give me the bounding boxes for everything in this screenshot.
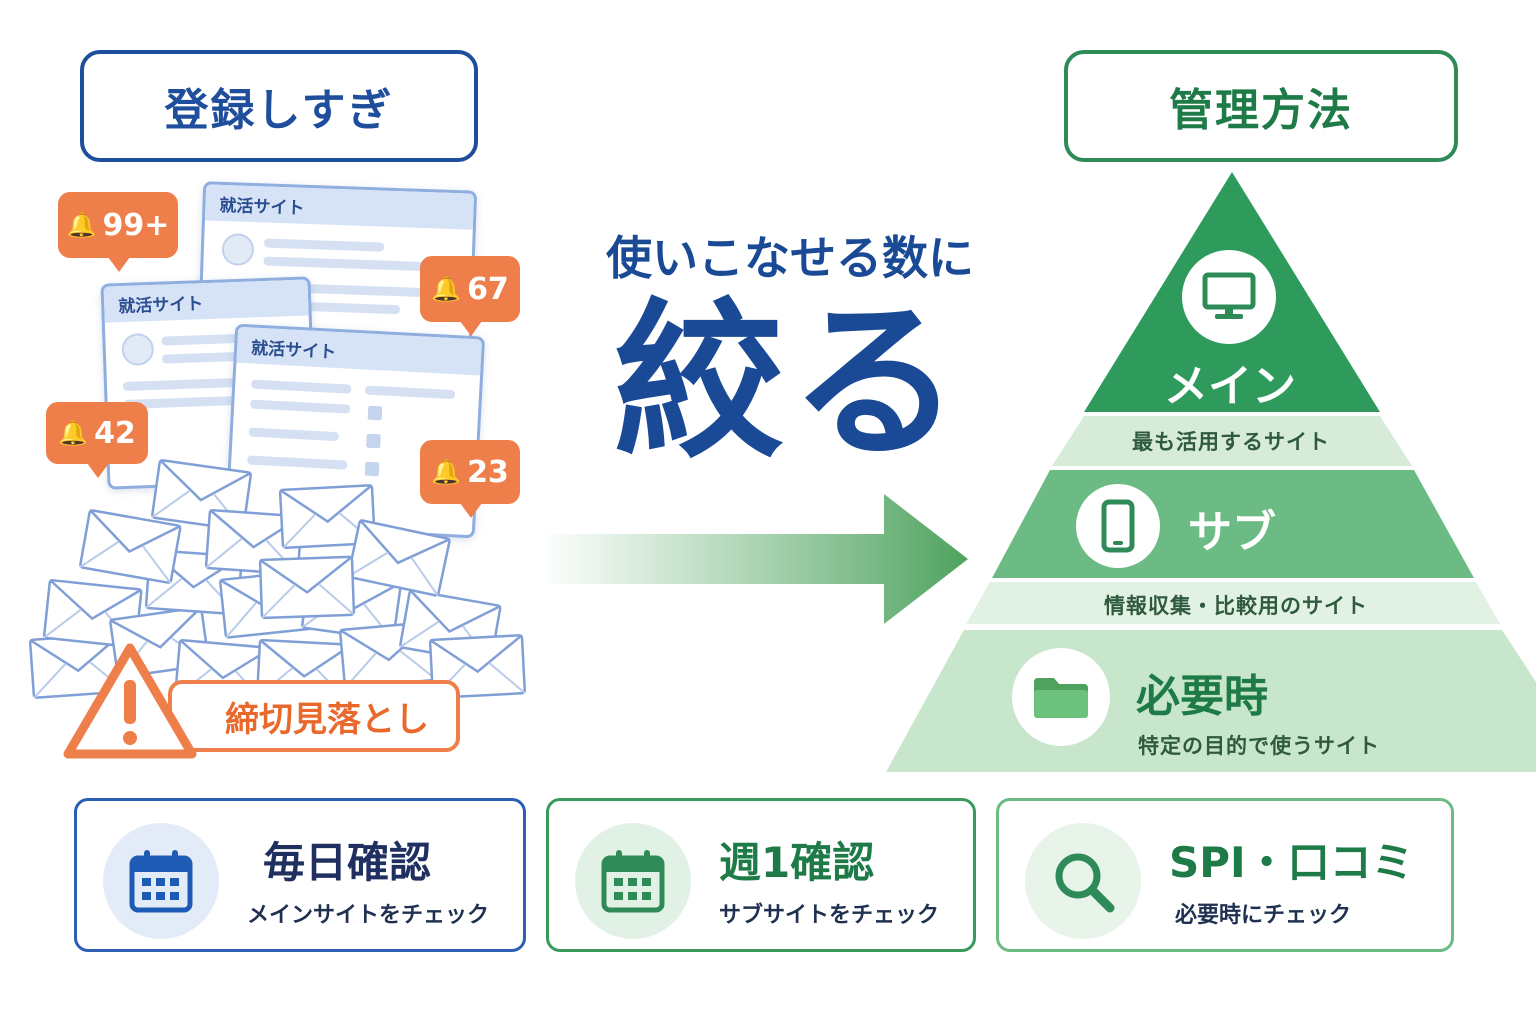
weekly-check-desc: サブサイトをチェック bbox=[719, 903, 940, 928]
tier-main-desc: 最も活用するサイト bbox=[1132, 430, 1330, 454]
bell-icon: 🔔 bbox=[431, 458, 462, 486]
bell-icon: 🔔 bbox=[431, 275, 462, 303]
weekly-check-card: 週1確認 サブサイトをチェック bbox=[546, 798, 976, 952]
overregistration-label: 登録しすぎ bbox=[80, 50, 478, 162]
spi-reviews-desc: 必要時にチェック bbox=[1175, 903, 1352, 928]
daily-check-title: 毎日確認 bbox=[263, 838, 432, 887]
job-site-card-header: 就活サイト bbox=[236, 326, 482, 376]
daily-check-desc: メインサイトをチェック bbox=[247, 903, 490, 928]
calendar-icon bbox=[103, 823, 219, 939]
center-main-text: 絞る bbox=[613, 284, 966, 482]
monitor-icon bbox=[1182, 250, 1276, 344]
tier-main-title: メイン bbox=[1164, 361, 1296, 412]
management-method-label: 管理方法 bbox=[1064, 50, 1458, 162]
job-site-card-header: 就活サイト bbox=[103, 279, 309, 323]
tier-asneeded-desc: 特定の目的で使うサイト bbox=[1138, 734, 1380, 758]
right-arrow bbox=[540, 494, 968, 624]
tier-sub-desc: 情報収集・比較用のサイト bbox=[1104, 594, 1368, 618]
notification-badge: 🔔23 bbox=[420, 440, 520, 518]
bell-icon: 🔔 bbox=[66, 211, 97, 239]
notification-badge: 🔔42 bbox=[46, 402, 148, 478]
spi-reviews-title: SPI・口コミ bbox=[1169, 838, 1414, 887]
calendar-icon bbox=[575, 823, 691, 939]
daily-check-card: 毎日確認 メインサイトをチェック bbox=[74, 798, 526, 952]
job-site-card-header: 就活サイト bbox=[204, 184, 475, 230]
folder-icon bbox=[1012, 648, 1110, 746]
spi-reviews-card: SPI・口コミ 必要時にチェック bbox=[996, 798, 1454, 952]
warning-icon bbox=[63, 643, 197, 759]
smartphone-icon bbox=[1076, 484, 1160, 568]
tier-sub-title: サブ bbox=[1188, 507, 1276, 558]
center-subtitle: 使いこなせる数に bbox=[606, 231, 974, 285]
bell-icon: 🔔 bbox=[58, 419, 89, 447]
search-icon bbox=[1025, 823, 1141, 939]
notification-badge: 🔔67 bbox=[420, 256, 520, 336]
missed-deadline-label: 締切見落とし bbox=[168, 680, 460, 752]
notification-badge: 🔔99+ bbox=[58, 192, 178, 272]
tier-asneeded-title: 必要時 bbox=[1136, 671, 1268, 722]
weekly-check-title: 週1確認 bbox=[719, 838, 875, 887]
